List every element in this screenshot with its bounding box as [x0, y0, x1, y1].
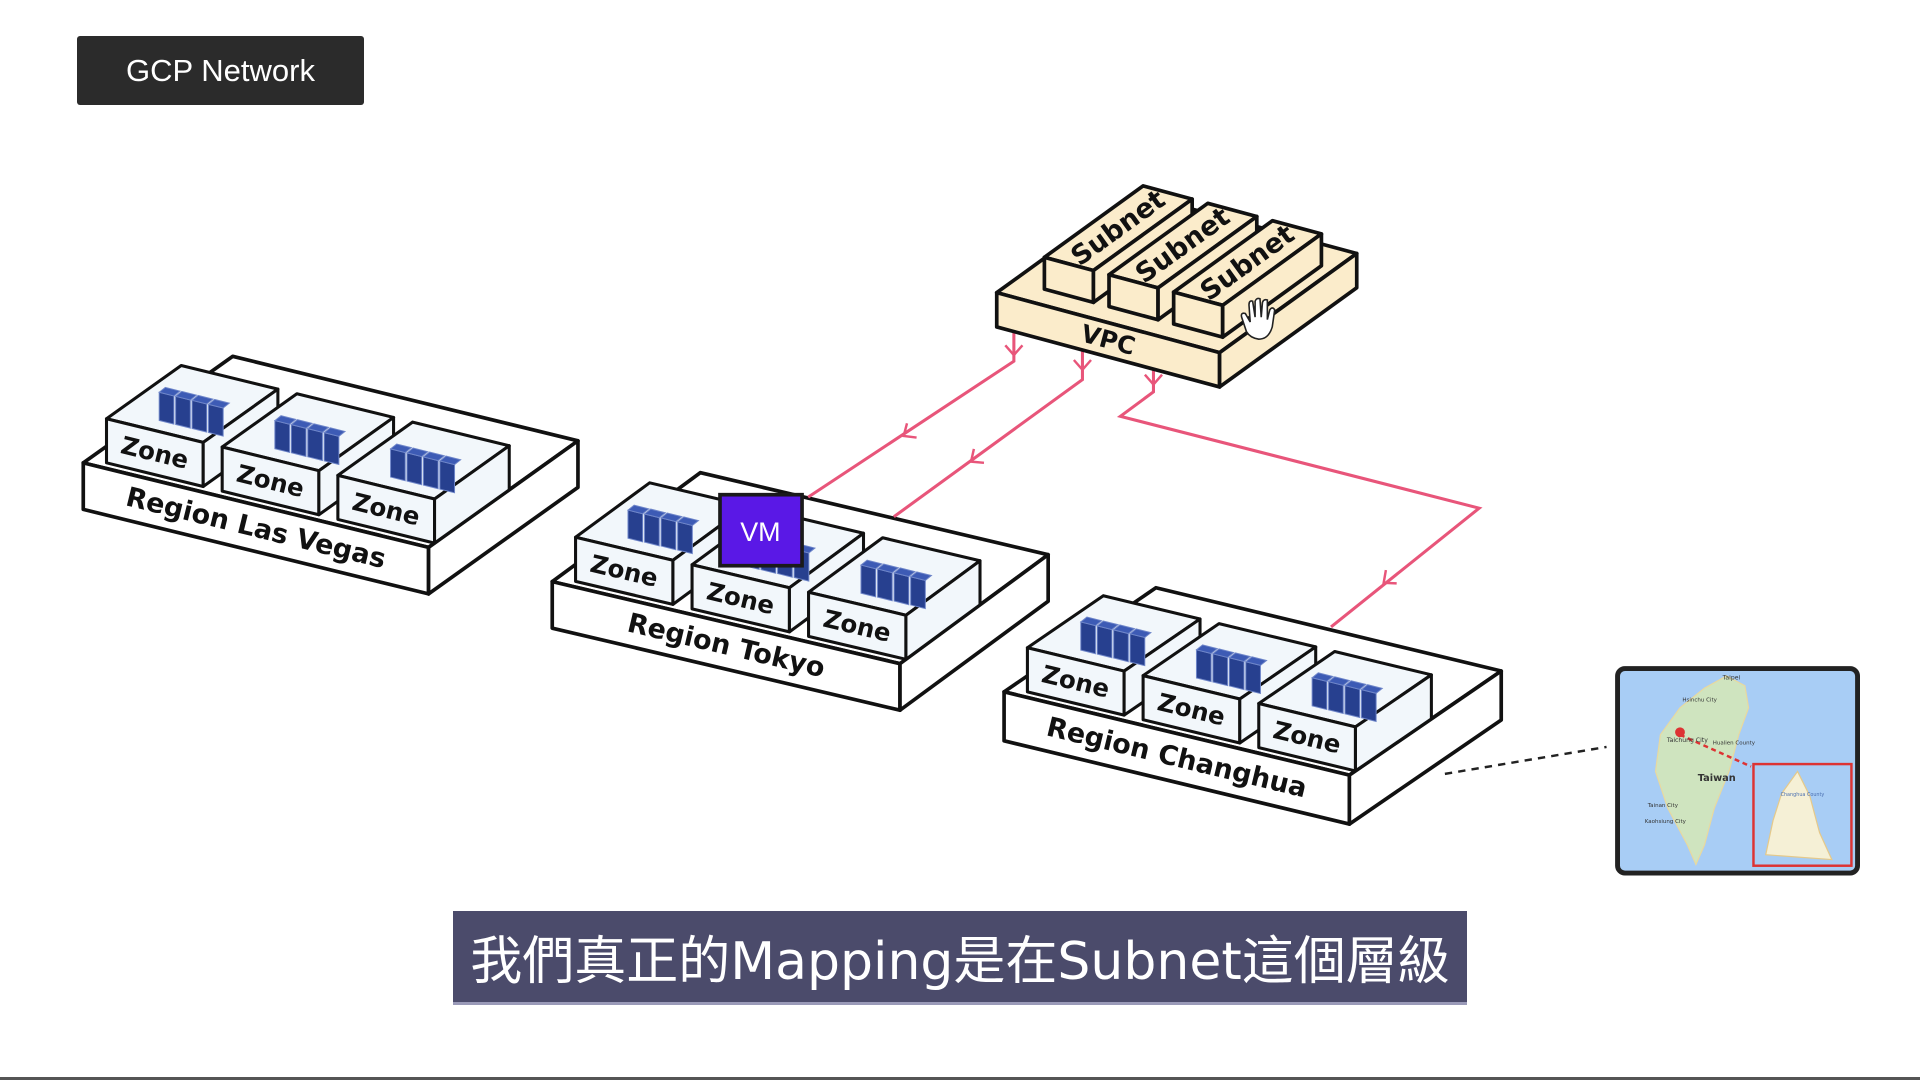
map-label: Hsinchu City: [1682, 698, 1717, 704]
map-label: Tainan City: [1647, 803, 1679, 809]
server-rack-icon: [1311, 672, 1335, 711]
server-rack-icon: [1096, 620, 1120, 659]
subnet-2[interactable]: Subnet: [1171, 218, 1324, 339]
arrow-icon: [1382, 569, 1397, 585]
hand-cursor-icon: [1240, 297, 1276, 340]
server-rack-icon: [1360, 684, 1384, 723]
server-rack-icon: [859, 559, 883, 598]
map-label: Kaohsiung City: [1645, 819, 1687, 825]
taiwan-map: Taipei Hsinchu City Taichung City Hualie…: [1615, 666, 1860, 876]
server-rack-icon: [422, 451, 446, 490]
server-rack-icon: [190, 394, 214, 433]
server-rack-icon: [1343, 680, 1367, 719]
map-connector-dotted: [1444, 745, 1607, 776]
server-rack-icon: [273, 415, 297, 454]
arrow-icon: [969, 448, 985, 465]
server-rack-icon: [909, 571, 933, 610]
server-rack-icon: [1211, 648, 1235, 687]
zone[interactable]: Zone: [104, 363, 280, 489]
server-rack-icon: [626, 504, 650, 543]
vm-box[interactable]: [718, 492, 804, 568]
server-rack-icon: [893, 567, 916, 606]
server-rack-icon: [1079, 616, 1103, 655]
server-rack-icon: [1228, 652, 1252, 691]
arrow-icon: [1072, 359, 1092, 372]
server-rack-icon: [1129, 628, 1152, 667]
server-rack-icon: [876, 563, 900, 602]
server-rack-icon: [438, 455, 462, 494]
taiwan-island: [1654, 675, 1750, 867]
divider: [0, 1077, 1920, 1080]
map-pin-icon: [1675, 727, 1685, 738]
zone[interactable]: Zone: [1141, 622, 1318, 745]
arrow-icon: [1143, 373, 1163, 387]
server-rack-icon: [1112, 624, 1136, 663]
zone[interactable]: Zone: [807, 536, 982, 661]
zone[interactable]: Zone: [1257, 649, 1433, 773]
caption: 我們真正的Mapping是在Subnet這個層級: [453, 911, 1467, 1005]
server-rack-icon: [389, 443, 413, 482]
vm-label: VM: [740, 517, 780, 547]
server-rack-icon: [207, 398, 231, 437]
vm[interactable]: VM: [718, 492, 804, 568]
map-label: Hualien County: [1713, 740, 1756, 746]
server-rack-icon: [306, 423, 330, 462]
map-label: Taiwan: [1698, 773, 1736, 784]
subnet-box: [1171, 218, 1324, 339]
arrow-icon: [902, 423, 917, 439]
server-rack-icon: [323, 427, 347, 466]
server-rack-icon: [643, 508, 667, 547]
server-rack-icon: [405, 447, 429, 486]
page-title: GCP Network: [77, 36, 364, 105]
server-rack-icon: [1327, 676, 1351, 715]
map-label: Taipei: [1722, 675, 1741, 682]
server-rack-icon: [158, 386, 182, 425]
server-rack-icon: [1195, 644, 1219, 683]
server-rack-icon: [1244, 656, 1268, 695]
zone[interactable]: Zone: [1025, 594, 1202, 717]
server-rack-icon: [676, 516, 700, 555]
map-label: Taichung City: [1666, 737, 1708, 744]
arrow-icon: [1004, 344, 1024, 357]
server-rack-icon: [660, 512, 683, 551]
server-rack-icon: [290, 419, 314, 458]
zone[interactable]: Zone: [336, 420, 511, 545]
map-label: Changhua County: [1781, 792, 1825, 798]
server-rack-icon: [174, 390, 198, 429]
